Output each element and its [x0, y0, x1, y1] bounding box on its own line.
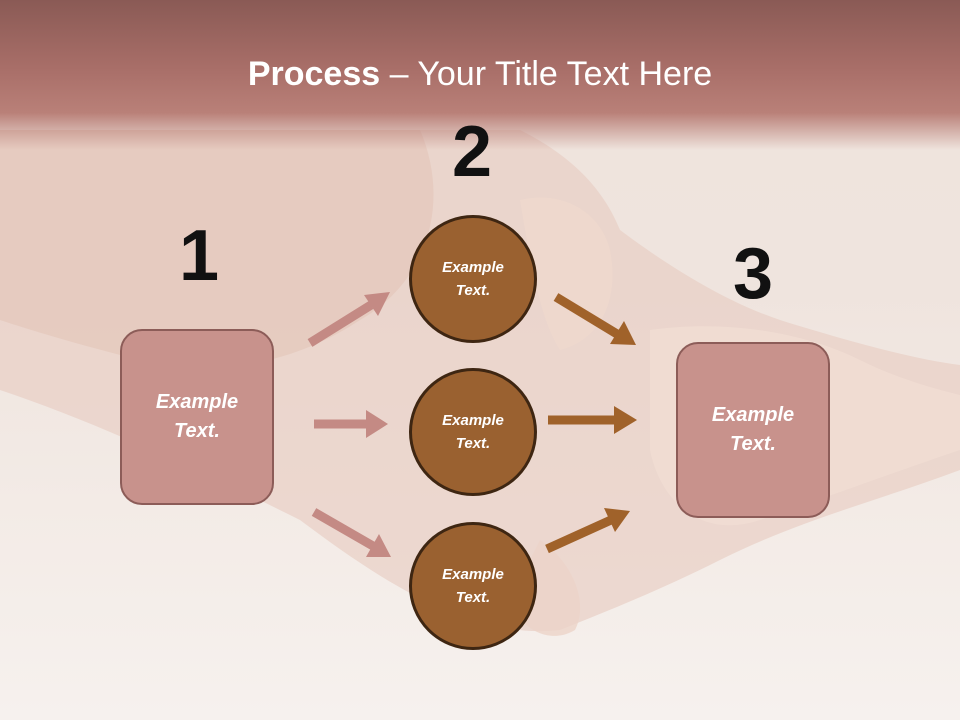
title-bold: Process [247, 55, 381, 93]
title-banner [0, 0, 960, 150]
arrow-left-down [311, 508, 391, 557]
arrow-right-down [553, 293, 636, 345]
right-step-box: Example Text. [676, 342, 830, 518]
left-step-text: Example Text. [155, 391, 239, 442]
middle-circle-top: Example Text. [409, 215, 537, 343]
arrow-left-up [307, 292, 390, 347]
step-number-3: 3 [732, 234, 774, 314]
title-rest: – Your Title Text Here [380, 55, 713, 93]
circle-text-center: Example Text. [442, 412, 504, 452]
circle-text-bottom: Example Text. [442, 566, 504, 606]
arrow-right-up [545, 508, 630, 554]
right-step-text: Example Text. [711, 404, 795, 455]
arrow-right-center [548, 406, 637, 434]
slide-title: Process – Your Title Text Here [0, 52, 960, 96]
middle-circle-center: Example Text. [409, 368, 537, 496]
middle-circle-bottom: Example Text. [409, 522, 537, 650]
arrow-left-center [314, 410, 388, 438]
step-number-1: 1 [178, 216, 220, 296]
left-step-box: Example Text. [120, 329, 274, 505]
circle-text-top: Example Text. [442, 259, 504, 299]
step-number-2: 2 [451, 112, 493, 192]
